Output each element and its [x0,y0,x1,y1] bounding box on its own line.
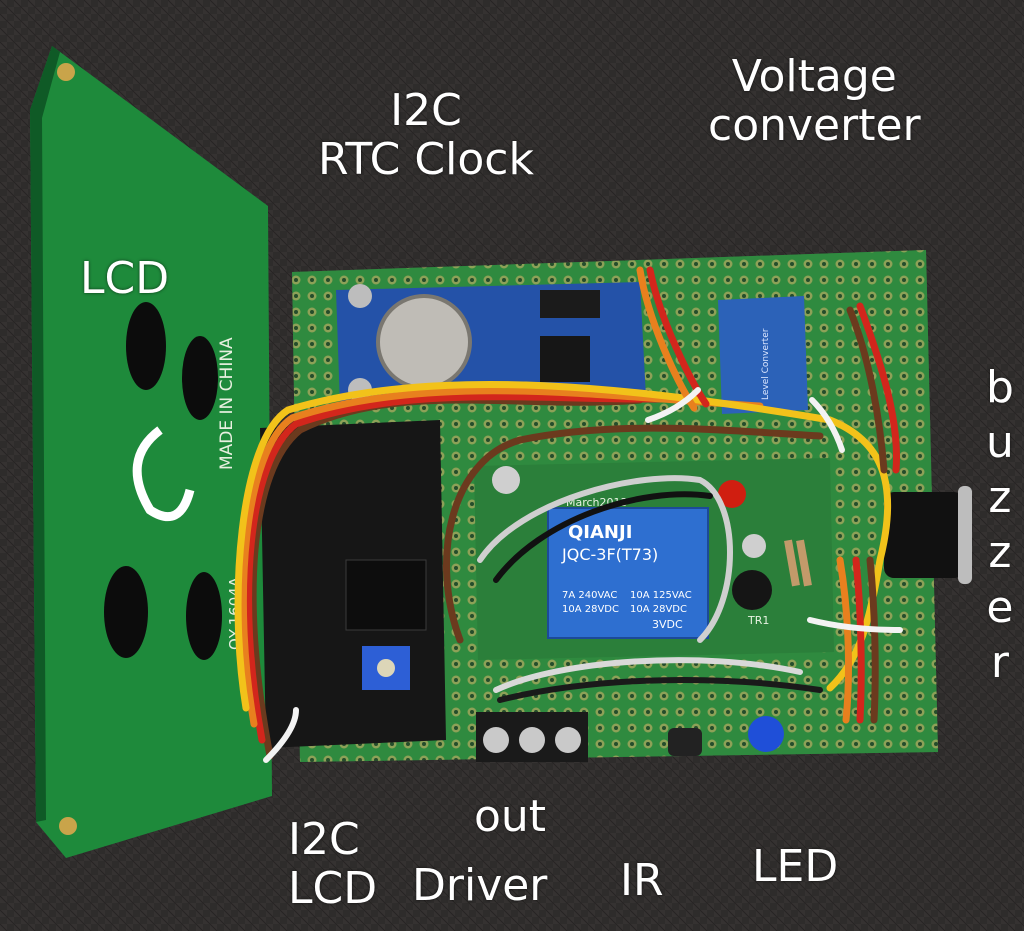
lcd-hole [126,302,166,390]
lcd-imprint: MADE IN CHINA [217,337,237,470]
transistor [732,570,772,610]
relay-rating: 10A 125VAC [630,590,692,601]
level-converter: Level Converter [718,296,808,414]
relay-module: QIANJI JQC-3F(T73) 7A 240VAC 10A 28VDC 1… [474,458,834,660]
relay-brand: QIANJI [568,522,632,543]
relay-rating: 7A 240VAC [562,590,617,601]
blue-led [748,716,784,752]
terminal-block [476,712,588,762]
label-i2c-lcd: I2C LCD [288,814,378,915]
label-buzzer: b u z z e r [986,362,1014,688]
i2c-lcd-driver [260,420,446,748]
lcd-hole [182,336,218,420]
lcd-logo [132,426,195,522]
level-converter-text: Level Converter [761,328,771,400]
relay-body [547,507,709,639]
relay-status-led [718,480,746,508]
tr1-text: TR1 [747,614,769,627]
lcd-hole [104,566,148,658]
label-i2c-rtc-clock: I2C RTC Clock [318,85,534,186]
ir-receiver [668,728,702,756]
buzzer [884,486,972,584]
rtc-module [336,282,646,406]
label-lcd: LCD [80,253,170,304]
wires [234,266,903,763]
label-ir: IR [620,855,664,906]
label-out: out [474,791,547,842]
label-driver: Driver [412,860,548,911]
label-voltage-converter: Voltage converter [708,51,921,152]
coin-battery [376,294,472,390]
relay-rating: 10A 28VDC [630,604,687,615]
lcd-hole [186,572,222,660]
relay-model: JQC-3F(T73) [561,545,658,564]
relay-coil: 3VDC [652,618,683,631]
label-led: LED [752,841,839,892]
relay-rating: 10A 28VDC [562,604,619,615]
